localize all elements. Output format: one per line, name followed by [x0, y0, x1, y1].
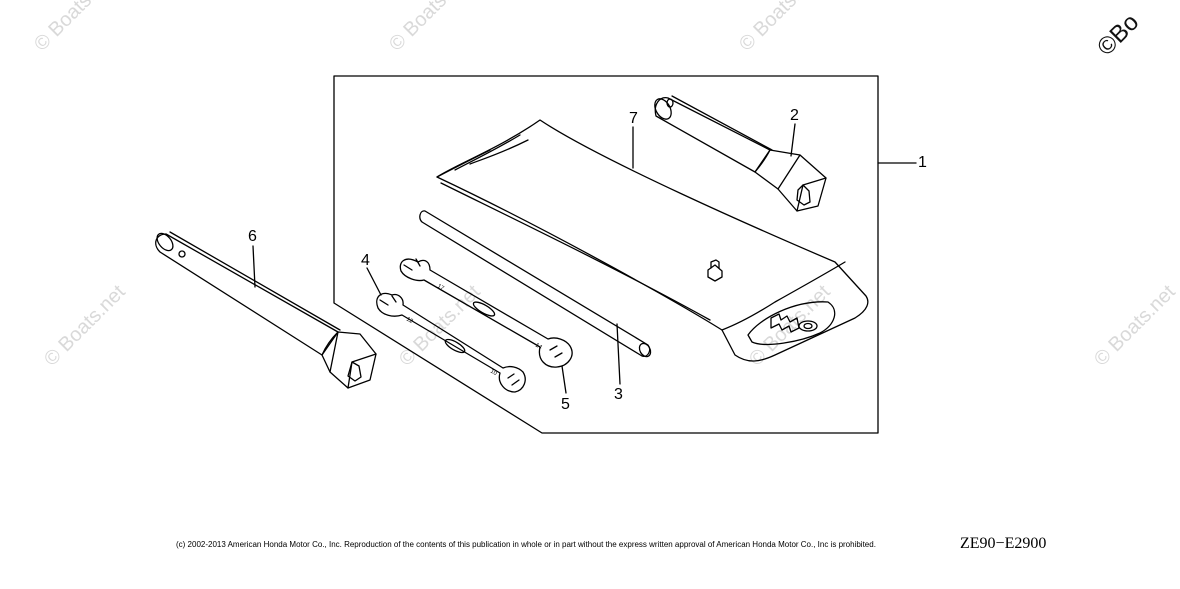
handle-bar — [419, 210, 652, 358]
svg-text:17: 17 — [436, 284, 445, 293]
leader-3 — [616, 323, 621, 385]
leader-4 — [366, 267, 382, 296]
callout-2: 2 — [790, 107, 799, 124]
tool-bag — [436, 119, 869, 362]
callout-5: 5 — [561, 396, 570, 413]
wrench-14x17: 17 14 — [399, 258, 573, 368]
wrench-10x12: 12 10 — [376, 292, 526, 393]
diagram-code: ZE90−E2900 — [960, 535, 1047, 552]
plug-wrench — [654, 95, 827, 212]
leader-5 — [561, 365, 567, 394]
callout-6: 6 — [248, 228, 257, 245]
leader-2 — [790, 123, 796, 157]
copyright-notice: (c) 2002-2013 American Honda Motor Co., … — [176, 540, 876, 549]
callout-4: 4 — [361, 252, 370, 269]
kit-boundary — [333, 75, 879, 434]
box-wrench — [155, 231, 377, 389]
svg-text:10: 10 — [489, 369, 498, 378]
callout-1: 1 — [918, 154, 927, 171]
svg-text:14: 14 — [534, 343, 543, 352]
callout-7: 7 — [629, 110, 638, 127]
svg-text:12: 12 — [405, 317, 414, 326]
callout-3: 3 — [614, 386, 623, 403]
